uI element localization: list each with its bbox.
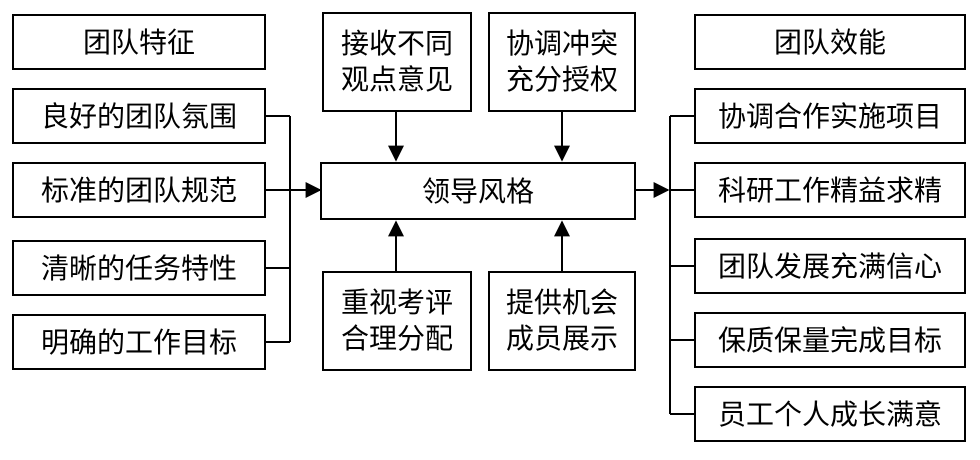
top-input-line1: 协调冲突	[505, 26, 618, 60]
top-input-box-2: 协调冲突 充分授权	[488, 12, 636, 112]
bottom-input-line2: 合理分配	[340, 322, 453, 355]
team-feature-label: 标准的团队规范	[40, 173, 237, 207]
team-features-header-label: 团队特征	[82, 25, 195, 59]
team-feature-label: 良好的团队氛围	[40, 99, 237, 133]
bottom-input-box-1: 重视考评 合理分配	[322, 271, 472, 371]
team-effectiveness-label: 员工个人成长满意	[717, 397, 942, 431]
team-effectiveness-item-1: 协调合作实施项目	[694, 88, 966, 144]
team-feature-item-1: 良好的团队氛围	[12, 88, 266, 144]
bottom-input-box-2: 提供机会 成员展示	[488, 271, 636, 371]
team-effectiveness-label: 团队发展充满信心	[717, 249, 942, 283]
team-feature-label: 明确的工作目标	[40, 325, 237, 359]
team-effectiveness-label: 协调合作实施项目	[717, 99, 942, 133]
team-effectiveness-item-2: 科研工作精益求精	[694, 162, 966, 218]
team-feature-item-2: 标准的团队规范	[12, 162, 266, 218]
team-effectiveness-item-4: 保质保量完成目标	[694, 312, 966, 368]
team-feature-item-4: 明确的工作目标	[12, 314, 266, 370]
team-effectiveness-header: 团队效能	[694, 14, 966, 70]
bottom-input-line1: 重视考评	[340, 285, 453, 319]
top-input-line2: 充分授权	[505, 63, 618, 96]
top-input-box-1: 接收不同 观点意见	[322, 12, 472, 112]
team-effectiveness-item-3: 团队发展充满信心	[694, 238, 966, 294]
team-feature-item-3: 清晰的任务特性	[12, 240, 266, 296]
team-features-header: 团队特征	[12, 14, 266, 70]
team-effectiveness-label: 科研工作精益求精	[717, 173, 942, 207]
top-input-line1: 接收不同	[340, 26, 453, 60]
top-input-line2: 观点意见	[340, 63, 453, 96]
team-effectiveness-header-label: 团队效能	[773, 25, 886, 59]
team-feature-label: 清晰的任务特性	[40, 251, 237, 285]
team-effectiveness-label: 保质保量完成目标	[717, 323, 942, 357]
center-leadership-style-box: 领导风格	[320, 162, 636, 220]
bottom-input-line2: 成员展示	[505, 322, 618, 355]
bottom-input-line1: 提供机会	[505, 285, 618, 319]
team-effectiveness-item-5: 员工个人成长满意	[694, 386, 966, 442]
center-label: 领导风格	[421, 174, 534, 208]
